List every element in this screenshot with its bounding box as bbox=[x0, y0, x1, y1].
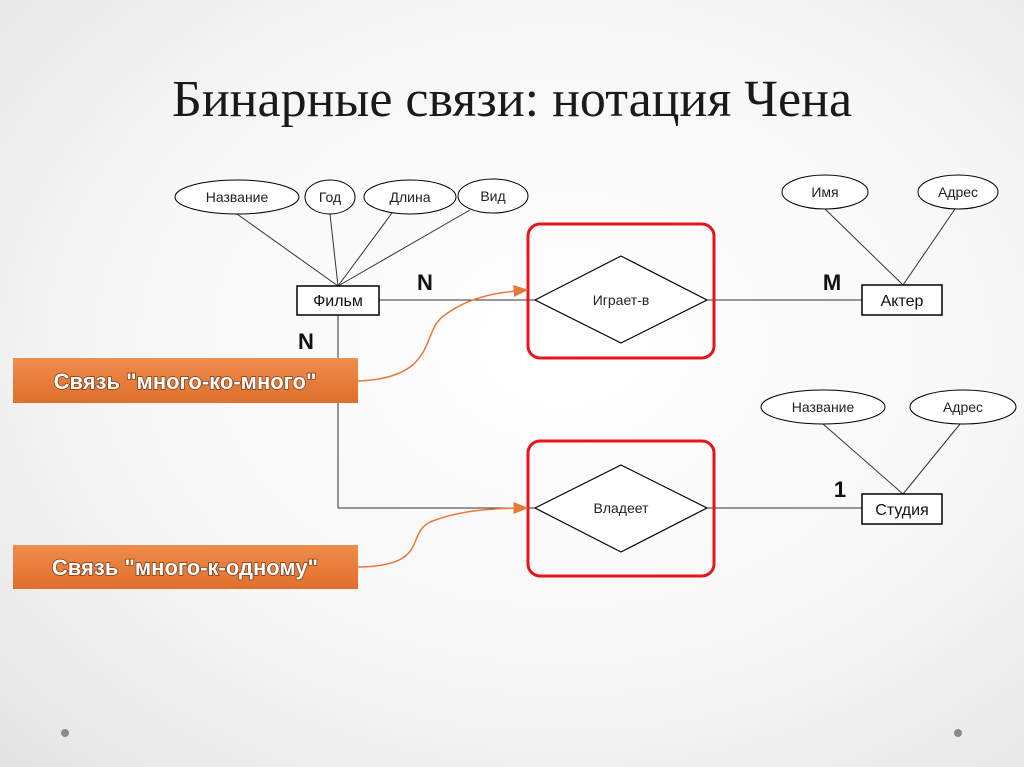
film-attributes: Название Год Длина Вид bbox=[174, 178, 529, 215]
attribute-label: Вид bbox=[480, 188, 505, 204]
cardinality-studio-owns: 1 bbox=[834, 477, 846, 502]
callout-many-to-one bbox=[13, 545, 358, 589]
entity-actor bbox=[861, 284, 943, 316]
callout-arrow-many-to-one bbox=[357, 502, 529, 568]
attribute-label: Год bbox=[319, 189, 341, 205]
attribute-label: Имя bbox=[811, 184, 838, 200]
attribute-ellipse bbox=[457, 178, 529, 214]
actor-attributes: Имя Адрес bbox=[781, 174, 999, 210]
slide-title: Бинарные связи: нотация Чена bbox=[172, 71, 852, 128]
attribute-label: Адрес bbox=[943, 399, 983, 415]
attribute-label: Название bbox=[792, 399, 855, 415]
callout-many-to-many-label: Связь "много-ко-много" bbox=[54, 369, 317, 394]
attribute-ellipse bbox=[909, 389, 1017, 425]
cardinality-film-owns: N bbox=[298, 329, 314, 354]
entity-studio-label: Студия bbox=[875, 502, 928, 519]
relationship-owns-label: Владеет bbox=[594, 500, 650, 516]
attribute-label: Название bbox=[206, 189, 269, 205]
callout-many-to-many bbox=[13, 358, 358, 403]
attribute-ellipse bbox=[917, 174, 999, 210]
attribute-label: Адрес bbox=[938, 184, 978, 200]
attribute-label: Длина bbox=[390, 189, 431, 205]
attribute-ellipse bbox=[363, 179, 457, 215]
studio-attributes: Название Адрес bbox=[760, 389, 1017, 425]
relationship-plays-in-label: Играет-в bbox=[593, 292, 650, 308]
callout-arrow-many-to-many bbox=[357, 285, 529, 382]
attribute-ellipse bbox=[304, 179, 356, 215]
relationship-owns bbox=[533, 464, 709, 553]
entity-film-label: Фильм bbox=[313, 293, 363, 310]
entity-studio bbox=[861, 493, 943, 525]
entity-actor-label: Актер bbox=[881, 293, 924, 310]
cardinality-actor-plays: M bbox=[823, 270, 841, 295]
entity-film bbox=[296, 285, 380, 316]
attribute-ellipse bbox=[174, 179, 300, 215]
relationship-plays-in bbox=[533, 255, 709, 344]
callout-many-to-one-label: Связь "много-к-одному" bbox=[52, 555, 318, 580]
attribute-ellipse bbox=[760, 389, 886, 425]
attribute-ellipse bbox=[781, 174, 869, 210]
connector-lines bbox=[236, 208, 961, 509]
cardinality-film-plays: N bbox=[417, 270, 433, 295]
decorative-dot-left bbox=[61, 729, 69, 737]
decorative-dot-right bbox=[954, 729, 962, 737]
